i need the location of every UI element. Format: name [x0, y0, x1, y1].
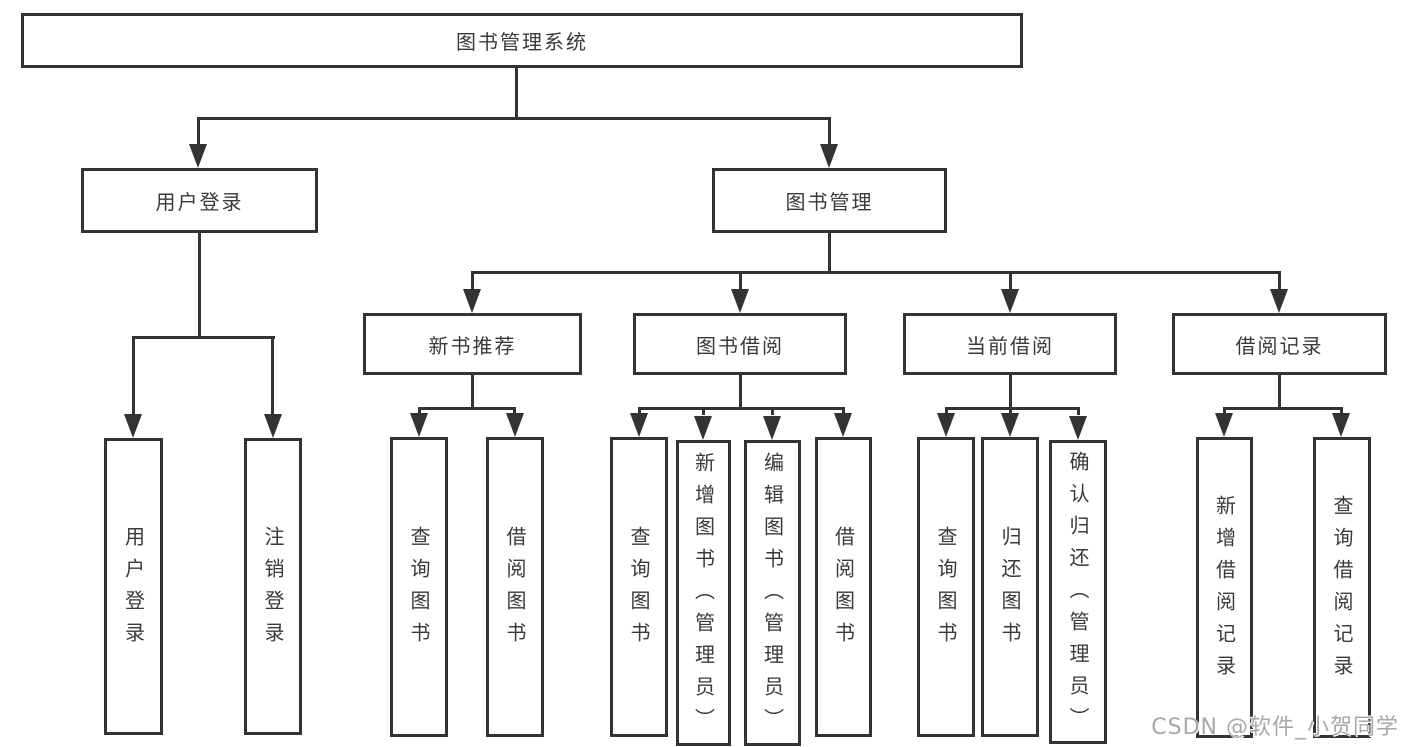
arrow-down-icon: [937, 413, 955, 437]
leaf-recommend-borrow-books: 借阅图书: [486, 437, 544, 737]
node-book-borrowing: 图书借阅: [633, 313, 847, 375]
leaf-current-query-books: 查询图书: [917, 437, 975, 737]
connector-line: [739, 271, 742, 291]
connector-line: [1009, 407, 1012, 415]
connector-line: [471, 271, 474, 291]
node-root: 图书管理系统: [21, 13, 1023, 68]
connector-line: [198, 233, 201, 336]
arrow-down-icon: [264, 414, 282, 438]
connector-line: [638, 407, 641, 415]
leaf-query-borrow-record: 查询借阅记录: [1313, 437, 1371, 738]
connector-line: [945, 407, 948, 415]
arrow-down-icon: [1332, 413, 1350, 437]
connector-line: [197, 117, 831, 120]
node-borrowing-records: 借阅记录: [1172, 313, 1387, 375]
connector-line: [1223, 407, 1226, 415]
leaf-borrow-query-books: 查询图书: [610, 437, 668, 737]
connector-line: [1278, 271, 1281, 291]
arrow-down-icon: [834, 413, 852, 437]
arrow-down-icon: [731, 289, 749, 313]
arrow-down-icon: [630, 413, 648, 437]
connector-line: [418, 407, 516, 410]
connector-line: [471, 375, 474, 407]
connector-line: [828, 233, 831, 273]
leaf-add-books-admin: 新增图书（管理员）: [676, 440, 731, 746]
connector-line: [1278, 375, 1281, 407]
connector-line: [1340, 407, 1343, 415]
leaf-return-books: 归还图书: [981, 437, 1039, 737]
connector-line: [513, 407, 516, 415]
connector-line: [1077, 407, 1080, 415]
connector-line: [739, 375, 742, 407]
connector-line: [828, 117, 831, 147]
connector-line: [1223, 407, 1343, 410]
connector-line: [271, 336, 274, 416]
connector-line: [945, 407, 1080, 410]
connector-line: [515, 68, 518, 117]
connector-line: [418, 407, 421, 415]
leaf-recommend-query-books: 查询图书: [390, 437, 448, 737]
connector-line: [842, 407, 845, 415]
arrow-down-icon: [124, 414, 142, 438]
arrow-down-icon: [763, 416, 781, 440]
arrow-down-icon: [1215, 413, 1233, 437]
node-new-book-recommend: 新书推荐: [363, 313, 582, 375]
node-user-login-branch: 用户登录: [81, 168, 318, 233]
arrow-down-icon: [506, 413, 524, 437]
connector-line: [197, 117, 200, 147]
arrow-down-icon: [189, 144, 207, 168]
leaf-borrow-books: 借阅图书: [815, 437, 872, 737]
connector-line: [1009, 375, 1012, 407]
arrow-down-icon: [1270, 289, 1288, 313]
leaf-logout: 注销登录: [244, 438, 302, 735]
connector-line: [702, 407, 705, 415]
node-current-borrowing: 当前借阅: [903, 313, 1117, 375]
arrow-down-icon: [820, 144, 838, 168]
arrow-down-icon: [694, 416, 712, 440]
connector-line: [771, 407, 774, 415]
connector-line: [638, 407, 845, 410]
arrow-down-icon: [463, 289, 481, 313]
leaf-confirm-return-admin: 确认归还（管理员）: [1049, 440, 1107, 744]
connector-line: [132, 336, 135, 416]
connector-line: [1009, 271, 1012, 291]
connector-line: [471, 271, 1281, 274]
node-book-management: 图书管理: [712, 168, 947, 233]
arrow-down-icon: [1001, 289, 1019, 313]
arrow-down-icon: [1069, 416, 1087, 440]
leaf-add-borrow-record: 新增借阅记录: [1196, 437, 1253, 738]
leaf-user-login: 用户登录: [104, 438, 163, 735]
arrow-down-icon: [410, 413, 428, 437]
leaf-edit-books-admin: 编辑图书（管理员）: [744, 440, 801, 746]
csdn-watermark: CSDN @软件_小贺同学: [1151, 715, 1399, 740]
arrow-down-icon: [1001, 413, 1019, 437]
connector-line: [132, 336, 275, 339]
